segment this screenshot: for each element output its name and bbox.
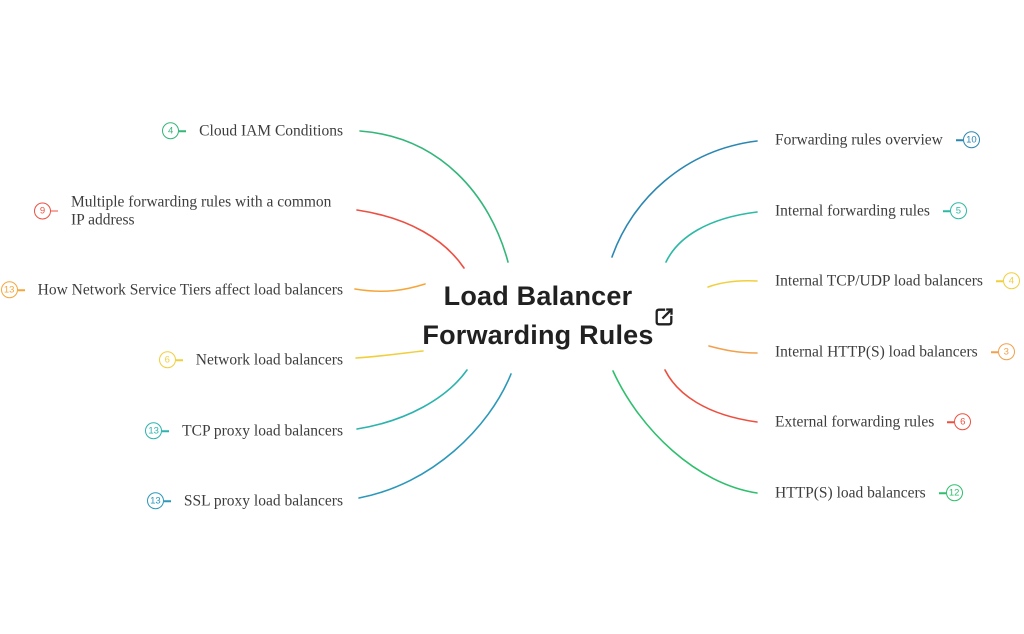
branch-label: TCP proxy load balancers [182,422,343,440]
branch-count-group: 10 [955,131,980,149]
branch-count-group: 13 [145,422,170,440]
branch-label: How Network Service Tiers affect load ba… [37,281,343,299]
branch-curve [665,211,758,263]
branch-count-group: 13 [146,492,171,510]
count-badge: 13 [0,281,18,299]
count-badge: 3 [997,343,1015,361]
branch-tcp-proxy-load-balancers[interactable]: 13 TCP proxy load balancers [145,422,343,440]
badge-dash [163,500,171,502]
badge-dash [990,351,998,353]
count-value: 4 [1008,275,1015,287]
external-link-icon[interactable] [652,305,676,334]
center-title-line2: Forwarding Rules [422,320,654,350]
branch-count-group: 4 [995,272,1020,290]
count-badge: 12 [945,484,963,502]
count-badge: 5 [949,202,967,220]
branch-ssl-proxy-load-balancers[interactable]: 13 SSL proxy load balancers [146,492,343,510]
branch-curve [707,279,758,288]
branch-label: Network load balancers [195,351,343,369]
branch-external-forwarding-rules[interactable]: External forwarding rules 6 [775,413,972,431]
count-value: 3 [1003,346,1009,358]
count-badge: 4 [162,122,180,140]
branch-label: External forwarding rules [775,413,935,431]
count-value: 12 [948,487,960,499]
count-value: 10 [966,134,977,146]
branch-count-group: 6 [158,351,183,369]
count-badge: 10 [962,131,980,149]
branch-count-group: 5 [942,202,967,220]
badge-dash [942,210,950,212]
branch-curve [664,369,758,423]
branch-curve [358,373,512,499]
branch-label: Internal HTTP(S) load balancers [775,343,978,361]
count-value: 13 [148,425,159,437]
branch-label: Internal forwarding rules [775,202,930,220]
count-badge: 6 [158,351,176,369]
branch-label: Internal TCP/UDP load balancers [775,272,983,290]
branch-label: HTTP(S) load balancers [775,484,926,502]
count-badge: 6 [954,413,972,431]
badge-dash [995,280,1003,282]
branch-curve [356,369,468,430]
branch-count-group: 9 [34,202,58,220]
badge-dash [955,139,963,141]
badge-dash [179,130,187,132]
branch-curve [359,130,509,263]
badge-dash [175,359,183,361]
count-value: 9 [39,205,46,217]
branch-multiple-forwarding-rules[interactable]: 9 Multiple forwarding rules with a commo… [34,194,343,229]
count-badge: 9 [34,202,51,220]
branch-label: Cloud IAM Conditions [199,122,343,140]
count-value: 6 [960,416,966,428]
branch-internal-tcp-udp-load-balancers[interactable]: Internal TCP/UDP load balancers 4 [775,272,1020,290]
branch-count-group: 4 [162,122,187,140]
branch-curve [356,209,465,269]
branch-label: SSL proxy load balancers [183,492,343,510]
branch-curve [611,140,758,258]
branch-cloud-iam-conditions[interactable]: 4 Cloud IAM Conditions [162,122,343,140]
count-badge: 13 [145,422,163,440]
branch-curve [708,345,758,354]
branch-count-group: 3 [990,343,1015,361]
count-value: 5 [955,205,962,217]
count-badge: 13 [146,492,164,510]
branch-internal-forwarding-rules[interactable]: Internal forwarding rules 5 [775,202,967,220]
badge-dash [162,430,170,432]
count-value: 13 [3,284,15,296]
branch-label: Forwarding rules overview [775,131,943,149]
branch-forwarding-rules-overview[interactable]: Forwarding rules overview 10 [775,131,980,149]
count-badge: 4 [1002,272,1020,290]
count-value: 13 [150,495,161,507]
branch-count-group: 6 [947,413,972,431]
branch-label: Multiple forwarding rules with a common … [71,193,332,229]
branch-count-group: 13 [0,281,25,299]
count-value: 6 [164,354,170,366]
branch-internal-https-load-balancers[interactable]: Internal HTTP(S) load balancers 3 [775,343,1015,361]
branch-network-service-tiers[interactable]: 13 How Network Service Tiers affect load… [0,281,343,299]
branch-count-group: 12 [938,484,963,502]
center-node-title[interactable]: Load Balancer Forwarding Rules [398,277,678,355]
badge-dash [938,492,946,494]
center-title-line1: Load Balancer [443,281,633,311]
branch-https-load-balancers[interactable]: HTTP(S) load balancers 12 [775,484,963,502]
branch-network-load-balancers[interactable]: 6 Network load balancers [158,351,343,369]
count-value: 4 [168,125,174,137]
branch-curve [612,370,758,494]
badge-dash [17,289,25,291]
badge-dash [51,210,58,212]
badge-dash [947,421,955,423]
